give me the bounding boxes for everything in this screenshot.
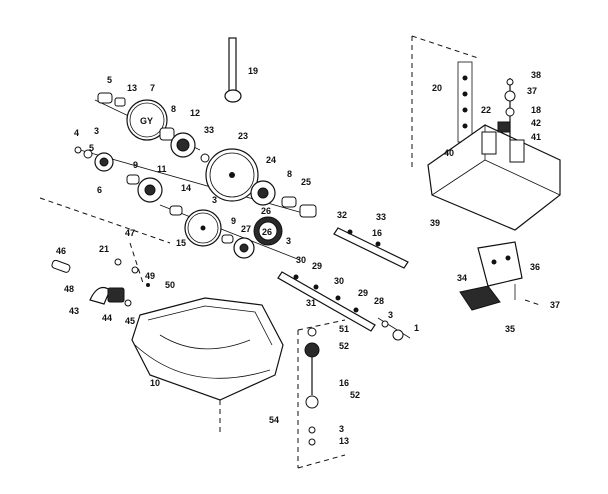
pin-14 [169,205,183,216]
callout-30b: 30 [334,276,344,286]
callout-10: 10 [150,378,160,388]
callout-54: 54 [269,415,279,425]
callout-28: 28 [374,296,384,306]
callout-5b: 5 [89,143,94,153]
callout-16: 16 [372,228,382,238]
callout-19: 19 [248,66,258,76]
callout-3e: 3 [339,424,344,434]
gear-23 [205,148,259,202]
callout-14: 14 [181,183,191,193]
gear-label: 26 [262,227,272,237]
callout-48: 48 [64,284,74,294]
callout-4: 4 [74,128,79,138]
callout-3: 3 [94,126,99,136]
callout-41: 41 [531,132,541,142]
callout-46: 46 [56,246,66,256]
callout-labels: 5 13 7 3 8 12 33 4 5 9 6 11 23 24 8 25 1… [56,66,560,446]
callout-3d: 3 [388,310,393,320]
bar-32 [333,227,409,269]
callout-50: 50 [165,280,175,290]
bushing-part [97,92,126,107]
linkage-parts [39,197,171,307]
gear-12 [159,127,196,158]
gear-7: GY [126,99,168,141]
callout-44: 44 [102,313,112,323]
gear-27 [233,237,255,259]
callout-27: 27 [241,224,251,234]
callout-3c: 3 [286,236,291,246]
callout-35: 35 [505,324,515,334]
callout-32: 32 [337,210,347,220]
callout-40: 40 [444,148,454,158]
callout-33b: 33 [376,212,386,222]
callout-18: 18 [531,105,541,115]
gear-label: GY [140,116,153,126]
gear-26: 26 [253,216,283,246]
callout-16b: 16 [339,378,349,388]
callout-3b: 3 [212,195,217,205]
callout-37: 37 [527,86,537,96]
callout-39: 39 [430,218,440,228]
callout-6: 6 [97,185,102,195]
callout-9: 9 [133,160,138,170]
callout-24: 24 [266,155,276,165]
callout-43: 43 [69,306,79,316]
callout-21: 21 [99,244,109,254]
callout-45: 45 [125,316,135,326]
callout-30: 30 [296,255,306,265]
pin-9b [221,234,234,244]
callout-47: 47 [125,228,135,238]
callout-26: 26 [261,206,271,216]
base-plate-10 [131,297,284,432]
washer-33 [200,153,210,163]
callout-13b: 13 [339,436,349,446]
callout-52b: 52 [350,390,360,400]
callout-36: 36 [530,262,540,272]
callout-1: 1 [414,323,419,333]
callout-11: 11 [157,164,167,174]
callout-15: 15 [176,238,186,248]
callout-34: 34 [457,273,467,283]
callout-8b: 8 [287,169,292,179]
bracket-parts [459,241,541,311]
callout-42: 42 [531,118,541,128]
callout-51: 51 [339,324,349,334]
gearbox-housing-39 [411,35,561,231]
callout-13: 13 [127,83,137,93]
bushing-8 [281,196,297,208]
callout-22: 22 [481,105,491,115]
callout-7: 7 [150,83,155,93]
coupling-25 [299,204,317,218]
callout-8: 8 [171,104,176,114]
washer-part [74,146,114,172]
callout-9b: 9 [231,216,236,226]
callout-37b: 37 [550,300,560,310]
gear-24 [250,180,276,206]
rail-31 [277,271,411,341]
gear-11 [137,177,163,203]
callout-23: 23 [238,131,248,141]
gear-train: GY [74,92,317,261]
callout-12: 12 [190,108,200,118]
column-54 [297,319,346,469]
callout-25: 25 [301,177,311,187]
shaft-19 [224,37,242,103]
pin-part [126,174,140,185]
callout-20: 20 [432,83,442,93]
gear-15 [184,209,222,247]
callout-31: 31 [306,298,316,308]
callout-38: 38 [531,70,541,80]
callout-49: 49 [145,271,155,281]
callout-29b: 29 [358,288,368,298]
callout-5: 5 [107,75,112,85]
callout-29: 29 [312,261,322,271]
callout-33: 33 [204,125,214,135]
callout-52: 52 [339,341,349,351]
